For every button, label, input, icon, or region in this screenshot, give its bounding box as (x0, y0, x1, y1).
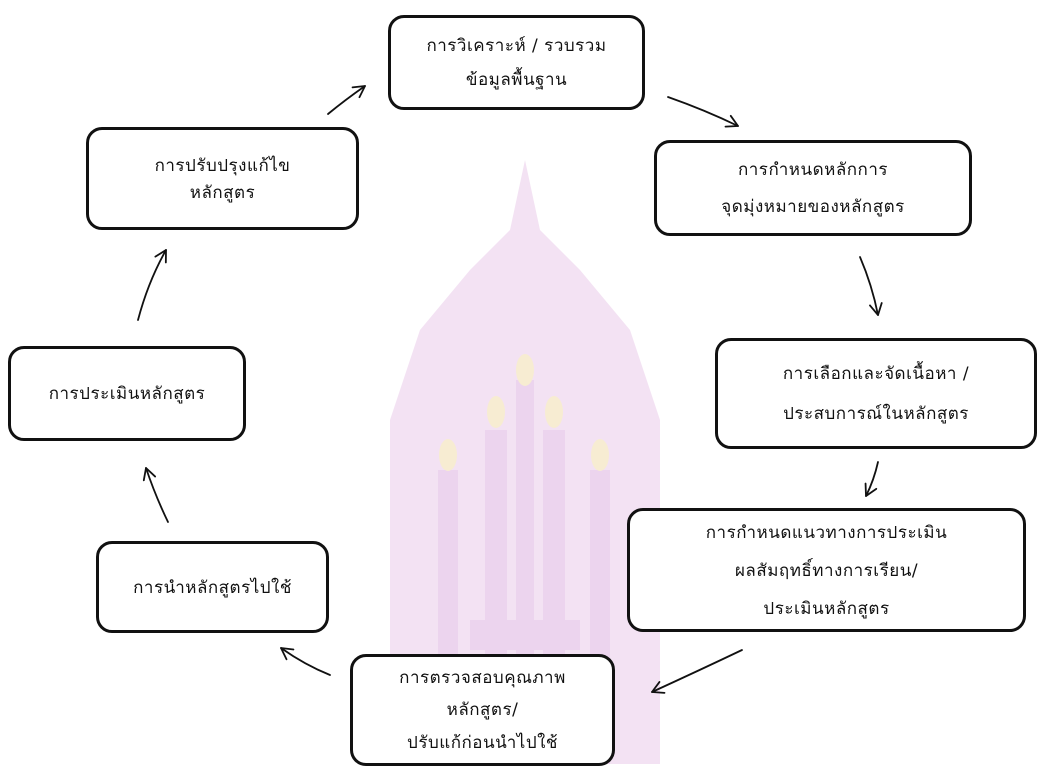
node-text-line: จุดมุ่งหมายของหลักสูตร (721, 197, 905, 217)
node-text-line: ประสบการณ์ในหลักสูตร (783, 404, 969, 425)
node-text-line: การกำหนดหลักการ (737, 160, 889, 180)
arrow-n7-to-n8 (137, 249, 167, 321)
arrow-n6-to-n7 (142, 467, 169, 523)
arrow-n8-to-n1 (327, 85, 366, 115)
node-evaluation-guidelines: การกำหนดแนวทางการประเมิน ผลสัมฤทธิ์ทางกา… (627, 508, 1026, 632)
node-text-line: หลักสูตร/ (446, 700, 519, 721)
node-text-line: การประเมินหลักสูตร (48, 384, 206, 404)
node-text-line: ผลสัมฤทธิ์ทางการเรียน/ (734, 560, 919, 581)
node-analysis: การวิเคราะห์ / รวบรวม ข้อมูลพื้นฐาน (388, 15, 645, 110)
node-content-selection: การเลือกและจัดเนื้อหา / ประสบการณ์ในหลัก… (715, 338, 1037, 449)
node-text-line: ปรับแก้ก่อนนำไปใช้ (407, 733, 558, 754)
node-text-line: การปรับปรุงแก้ไข (154, 155, 291, 176)
node-principles-goals: การกำหนดหลักการ จุดมุ่งหมายของหลักสูตร (654, 140, 972, 236)
node-implementation: การนำหลักสูตรไปใช้ (96, 541, 329, 633)
arrow-n2-to-n3 (859, 256, 883, 316)
arrow-n4-to-n5 (651, 649, 743, 694)
node-text-line: การวิเคราะห์ / รวบรวม (426, 35, 607, 56)
node-quality-check: การตรวจสอบคุณภาพ หลักสูตร/ ปรับแก้ก่อนนำ… (350, 654, 615, 766)
node-text-line: การเลือกและจัดเนื้อหา / (782, 363, 970, 384)
node-text-line: การตรวจสอบคุณภาพ (399, 667, 566, 688)
node-text-line: ข้อมูลพื้นฐาน (465, 70, 568, 91)
arrow-n1-to-n2 (667, 96, 739, 128)
arrow-n3-to-n4 (864, 461, 879, 497)
node-text-line: การนำหลักสูตรไปใช้ (133, 577, 292, 598)
node-curriculum-evaluation: การประเมินหลักสูตร (8, 346, 246, 441)
node-curriculum-revision: การปรับปรุงแก้ไข หลักสูตร (86, 127, 359, 230)
arrow-n5-to-n6 (280, 647, 331, 676)
node-text-line: การกำหนดแนวทางการประเมิน (705, 522, 948, 543)
node-text-line: หลักสูตร (189, 182, 256, 203)
node-text-line: ประเมินหลักสูตร (763, 598, 890, 619)
